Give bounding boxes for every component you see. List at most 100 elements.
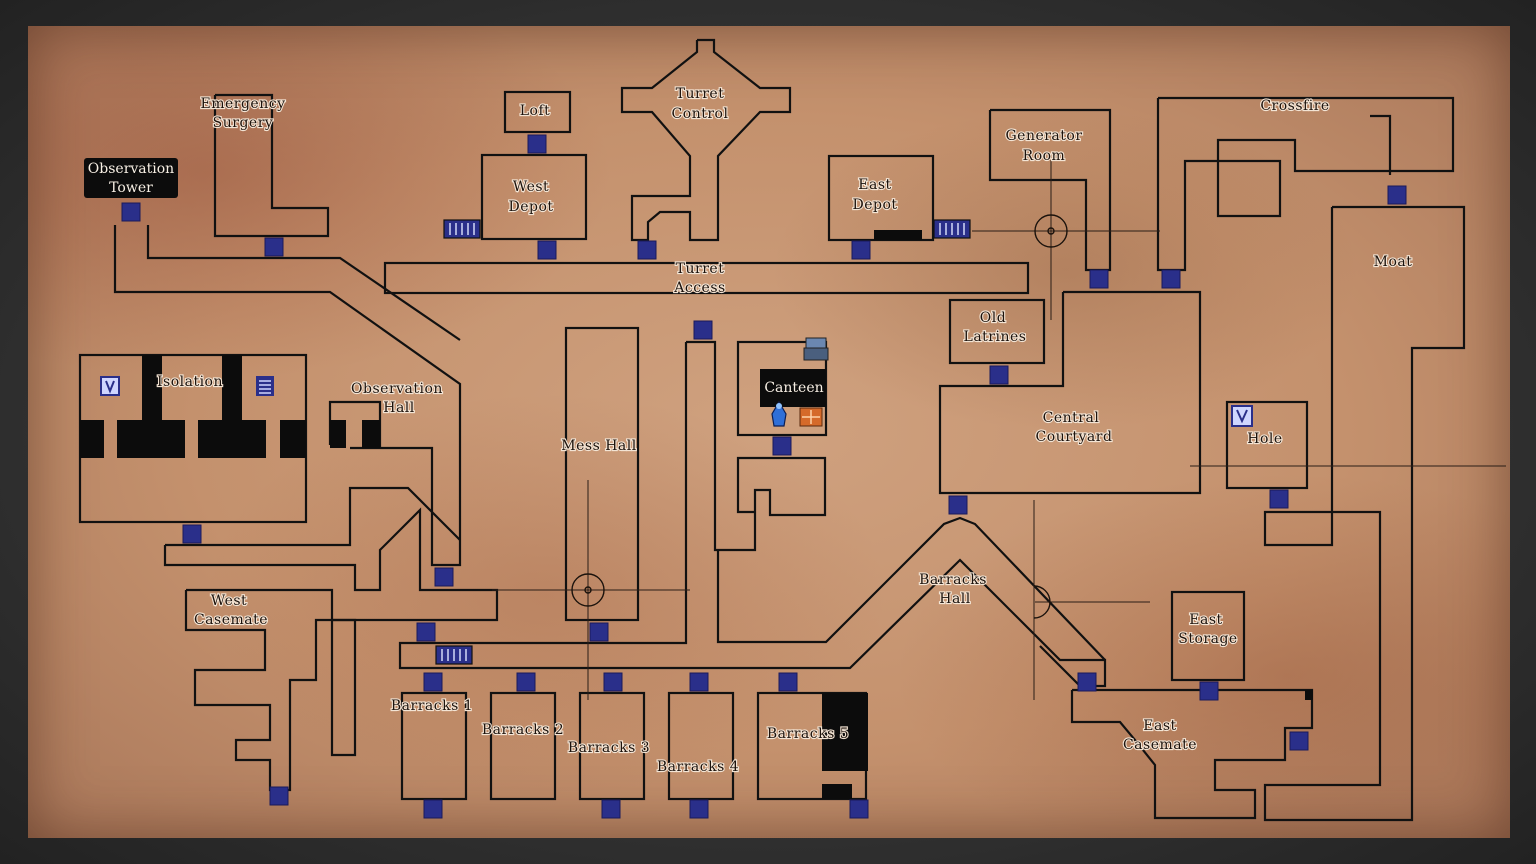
central-courtyard-label-2: Courtyard xyxy=(1036,429,1113,445)
west-depot-label: West xyxy=(513,179,549,195)
door-icon[interactable] xyxy=(1077,672,1097,692)
moat-label: Moat xyxy=(1374,254,1413,270)
barracks-hall-label-2: Hall xyxy=(939,591,971,607)
old-latrines-room[interactable] xyxy=(948,298,1046,365)
old-latrines-label: Old xyxy=(980,310,1006,326)
east-storage-label-2: Storage xyxy=(1178,631,1237,647)
turret-control-label: Turret xyxy=(676,86,725,102)
typewriter-icon[interactable] xyxy=(803,337,829,361)
barracks-3-room[interactable] xyxy=(578,691,646,801)
door-icon[interactable] xyxy=(693,320,713,340)
canteen-label: Canteen xyxy=(764,380,823,396)
room-labels: Emergency Surgery Observation Tower Loft… xyxy=(88,85,1413,776)
loft-room[interactable] xyxy=(503,90,572,134)
door-icon[interactable] xyxy=(537,240,557,260)
barracks-1-label: Barracks 1 xyxy=(391,698,473,714)
isolation-cells xyxy=(80,355,306,458)
player-icon[interactable] xyxy=(771,400,787,427)
barracks-hall-label: Barracks xyxy=(919,572,987,588)
door-icon[interactable] xyxy=(851,240,871,260)
door-icon[interactable] xyxy=(603,672,623,692)
door-icon[interactable] xyxy=(1199,681,1219,701)
door-icon[interactable] xyxy=(269,786,289,806)
door-icon[interactable] xyxy=(772,436,792,456)
turret-control-label-2: Control xyxy=(672,106,729,122)
observation-tower-label-2: Tower xyxy=(109,180,153,196)
crosshair-marker-icon xyxy=(972,160,1160,320)
door-icon[interactable] xyxy=(601,799,621,819)
emergency-surgery-label-2: Surgery xyxy=(213,115,274,131)
item-box-icon[interactable] xyxy=(799,407,823,427)
door-icon[interactable] xyxy=(423,799,443,819)
central-courtyard-label: Central xyxy=(1043,410,1100,426)
door-icon[interactable] xyxy=(434,567,454,587)
west-casemate-label: West xyxy=(211,593,247,609)
east-depot-label-2: Depot xyxy=(852,197,897,213)
door-icon[interactable] xyxy=(516,672,536,692)
turret-access-label-2: Access xyxy=(673,280,725,296)
turret-access-room[interactable] xyxy=(383,261,1030,295)
turret-access-label: Turret xyxy=(676,261,725,277)
door-icon[interactable] xyxy=(1089,269,1109,289)
west-depot-room[interactable] xyxy=(480,153,588,241)
door-icon[interactable] xyxy=(849,799,869,819)
barracks-3-label: Barracks 3 xyxy=(568,740,650,756)
mess-hall-room[interactable] xyxy=(564,326,640,622)
west-casemate-label-2: Casemate xyxy=(194,612,268,628)
door-icon[interactable] xyxy=(121,202,141,222)
shutter-icon[interactable] xyxy=(443,219,481,239)
crosshair-marker-icon xyxy=(492,480,690,700)
barracks-2-room[interactable] xyxy=(489,691,557,801)
door-icon[interactable] xyxy=(1269,489,1289,509)
stairs-down-icon[interactable] xyxy=(1231,405,1253,427)
door-icon[interactable] xyxy=(589,622,609,642)
east-casemate-label: East xyxy=(1143,718,1176,734)
observation-hall-label-2: Hall xyxy=(383,400,415,416)
doors xyxy=(121,134,1407,819)
loft-label: Loft xyxy=(520,103,551,119)
walls xyxy=(78,38,1466,822)
mess-hall-label: Mess Hall xyxy=(561,438,636,454)
crosshair-marker-icon xyxy=(1033,500,1150,700)
hole-label: Hole xyxy=(1247,431,1282,447)
emergency-surgery-label: Emergency xyxy=(201,96,286,112)
door-icon[interactable] xyxy=(1161,269,1181,289)
old-latrines-label-2: Latrines xyxy=(964,329,1027,345)
door-icon[interactable] xyxy=(416,622,436,642)
door-icon[interactable] xyxy=(423,672,443,692)
observation-hall-label: Observation xyxy=(351,381,443,397)
west-depot-label-2: Depot xyxy=(508,199,553,215)
barracks-4-room[interactable] xyxy=(667,691,735,801)
door-icon[interactable] xyxy=(264,237,284,257)
door-icon[interactable] xyxy=(637,240,657,260)
door-icon[interactable] xyxy=(778,672,798,692)
shutter-icon[interactable] xyxy=(435,645,473,665)
east-depot-label: East xyxy=(858,177,891,193)
east-storage-label: East xyxy=(1189,612,1222,628)
observation-tower-room-current[interactable] xyxy=(84,158,178,198)
isolation-label: Isolation xyxy=(157,374,223,390)
shutter-icon[interactable] xyxy=(933,219,971,239)
barracks-4-label: Barracks 4 xyxy=(657,759,739,775)
stairs-down-icon[interactable] xyxy=(100,376,120,396)
door-icon[interactable] xyxy=(1387,185,1407,205)
barracks-1-room[interactable] xyxy=(400,691,468,801)
east-casemate-label-2: Casemate xyxy=(1123,737,1197,753)
door-icon[interactable] xyxy=(527,134,547,154)
door-icon[interactable] xyxy=(948,495,968,515)
document-icon[interactable] xyxy=(256,376,274,396)
door-icon[interactable] xyxy=(1289,731,1309,751)
door-icon[interactable] xyxy=(689,672,709,692)
door-icon[interactable] xyxy=(689,799,709,819)
generator-room-label-2: Room xyxy=(1023,148,1066,164)
east-storage-room[interactable] xyxy=(1170,590,1246,682)
barracks-5-label: Barracks 5 xyxy=(767,726,849,742)
observation-tower-label: Observation xyxy=(88,161,174,177)
crossfire-label: Crossfire xyxy=(1260,98,1329,114)
door-icon[interactable] xyxy=(989,365,1009,385)
generator-room-label: Generator xyxy=(1005,128,1082,144)
hole-room[interactable] xyxy=(1225,400,1309,490)
door-icon[interactable] xyxy=(182,524,202,544)
barracks-2-label: Barracks 2 xyxy=(482,722,564,738)
